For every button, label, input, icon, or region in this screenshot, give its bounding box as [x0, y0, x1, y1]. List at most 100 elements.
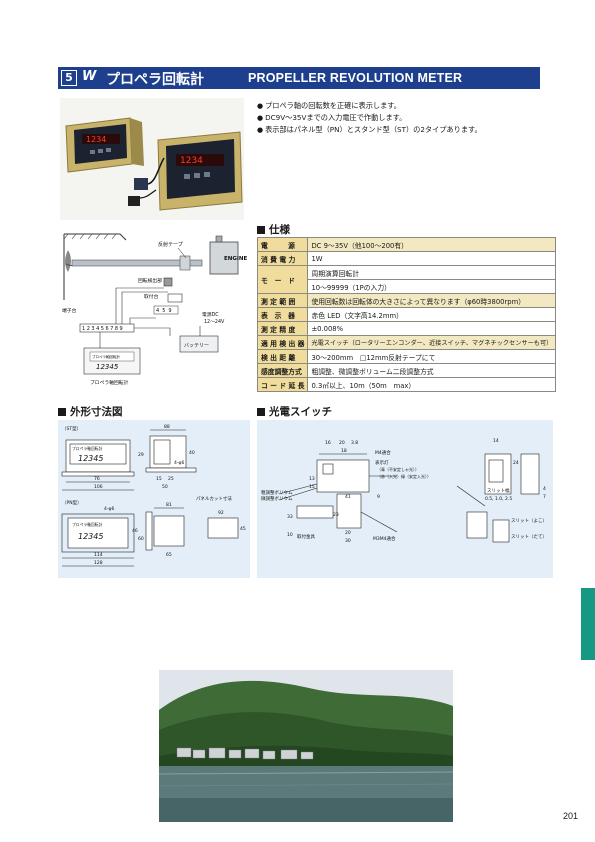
- panel-cut-label: パネルカット寸法: [196, 495, 232, 502]
- reflect-tape-label: 反射テープ: [158, 241, 183, 248]
- st-display-label: プロペラ軸回転計: [72, 446, 103, 451]
- svg-text:16: 16: [325, 440, 331, 446]
- svg-text:13: 13: [309, 476, 315, 482]
- engine-label: ENGINE: [224, 256, 248, 262]
- slit-vertical-label: スリット（たて）: [511, 534, 547, 540]
- svg-text:88: 88: [164, 424, 170, 430]
- coarse-volume-label: 粗調整ボリウム: [261, 489, 293, 496]
- dimension-title: 外形寸法図: [58, 404, 123, 419]
- power-label: 電源DC: [202, 311, 219, 318]
- svg-text:29: 29: [138, 452, 144, 458]
- slit-horizontal-label: スリット（よこ）: [511, 518, 547, 524]
- battery-label: バッテリー: [184, 343, 209, 349]
- table-row: 感度調整方式粗調整、微調整ボリューム二段調整方式: [256, 363, 557, 378]
- svg-text:20: 20: [339, 440, 345, 446]
- panel-display-value: 1234: [86, 135, 106, 144]
- meter-label: プロペラ軸回転計: [90, 379, 129, 386]
- pn-type-label: （PN型）: [62, 499, 82, 506]
- slit-width-label: スリット幅: [487, 487, 510, 494]
- dimension-drawing: （ST型） プロペラ軸回転計 12345 76 106 88 29 40 4-φ…: [58, 420, 250, 578]
- product-photo: 1234 1234: [60, 98, 244, 220]
- svg-text:128: 128: [94, 560, 103, 566]
- svg-text:4: 4: [543, 486, 546, 492]
- table-row: 測 定 範 囲使用回転数は回転体の大きさによって異なります（φ60時3800rp…: [256, 293, 557, 308]
- m3m4-label: M3M4通合: [373, 535, 396, 542]
- svg-text:25: 25: [168, 476, 174, 482]
- power-range: 12～24V: [204, 319, 225, 325]
- svg-text:20: 20: [345, 530, 351, 536]
- svg-text:33: 33: [287, 514, 293, 520]
- chapter-tab: [581, 588, 595, 660]
- pn-display-label: プロペラ軸回転計: [72, 522, 103, 527]
- st-type-label: （ST型）: [62, 425, 81, 432]
- svg-text:0.5, 1.0, 2.5: 0.5, 1.0, 2.5: [485, 496, 512, 502]
- st-display-value: 12345: [78, 454, 103, 463]
- svg-text:18: 18: [341, 448, 347, 454]
- pn-display-value: 12345: [78, 532, 103, 541]
- stand-display-value: 1234: [180, 156, 203, 166]
- bullet-square-icon: [257, 225, 265, 234]
- svg-text:50: 50: [162, 484, 168, 490]
- meter-screen-value: 12345: [96, 363, 119, 371]
- svg-text:45: 45: [240, 526, 246, 532]
- bullet-square-icon: [257, 407, 265, 416]
- svg-text:40: 40: [189, 450, 195, 456]
- section-number: 5: [61, 70, 77, 86]
- svg-text:23: 23: [333, 512, 339, 518]
- svg-text:9: 9: [377, 494, 380, 500]
- table-row: 適 用 検 出 器光電スイッチ（ロータリーエンコンダー、近接スイッチ、マグネチッ…: [256, 335, 557, 350]
- m4-label: M4通合: [375, 449, 391, 456]
- feature-list: ●プロペラ軸の回転数を正確に表示します。 ●DC9V～35Vまでの入力電圧で作動…: [257, 100, 547, 136]
- table-row: 表 示 器赤色 LED（文字高14.2mm）: [256, 307, 557, 322]
- svg-text:15: 15: [156, 476, 162, 482]
- bracket-label: 取付金具: [297, 533, 315, 540]
- svg-text:24: 24: [513, 460, 519, 466]
- svg-text:76: 76: [94, 476, 100, 482]
- fine-volume-label: 微調整ボリウム: [261, 495, 293, 502]
- svg-text:41: 41: [345, 494, 351, 500]
- table-row: モ ー ド周期演算回転計: [256, 265, 557, 294]
- svg-text:4-φ6: 4-φ6: [104, 506, 114, 512]
- page-number: 201: [563, 811, 579, 821]
- terminal-label: 端子台: [62, 307, 77, 314]
- switch-title: 光電スイッチ: [257, 404, 332, 419]
- svg-text:10: 10: [287, 532, 293, 538]
- spec-title: 仕様: [257, 222, 290, 237]
- svg-text:46: 46: [132, 528, 138, 534]
- svg-text:4-φ6: 4-φ6: [174, 460, 184, 466]
- svg-text:（赤（入光）緑（安定入光））: （赤（入光）緑（安定入光））: [377, 473, 431, 479]
- mount-label: 取付台: [144, 293, 159, 300]
- table-row: 測 定 精 度±0.008%: [256, 321, 557, 336]
- harbor-photo: [158, 670, 454, 822]
- svg-text:30: 30: [345, 538, 351, 544]
- meter-screen-label: プロペラ軸回転計: [92, 354, 120, 359]
- feature-item: ●DC9V～35Vまでの入力電圧で作動します。: [257, 113, 407, 122]
- feature-item: ●表示部はパネル型（PN）とスタンド型（ST）の2タイプあります。: [257, 125, 482, 134]
- svg-text:14: 14: [493, 438, 499, 444]
- svg-text:106: 106: [94, 484, 103, 490]
- svg-text:15: 15: [309, 484, 315, 490]
- section-header: 5 W プロペラ回転計 PROPELLER REVOLUTION METER: [58, 67, 540, 89]
- sensor-label: 回転検出部: [138, 277, 162, 284]
- indicator-label: 表示灯: [375, 459, 389, 466]
- feature-item: ●プロペラ軸の回転数を正確に表示します。: [257, 101, 401, 110]
- brand-logo: W: [82, 69, 96, 84]
- title-japanese: プロペラ回転計: [106, 72, 204, 88]
- svg-text:3.8: 3.8: [351, 440, 358, 446]
- svg-text:92: 92: [218, 510, 224, 516]
- svg-text:65: 65: [166, 552, 172, 558]
- switch-drawing: 16 20 3.8 18 M4通合 表示灯 （青（不安定しゃ光）） （赤（入光）…: [257, 420, 553, 578]
- svg-text:7: 7: [543, 494, 546, 500]
- svg-text:60: 60: [138, 536, 144, 542]
- svg-text:（青（不安定しゃ光））: （青（不安定しゃ光））: [377, 466, 419, 472]
- svg-text:114: 114: [94, 552, 103, 558]
- svg-text:81: 81: [166, 502, 172, 508]
- bullet-square-icon: [58, 407, 66, 416]
